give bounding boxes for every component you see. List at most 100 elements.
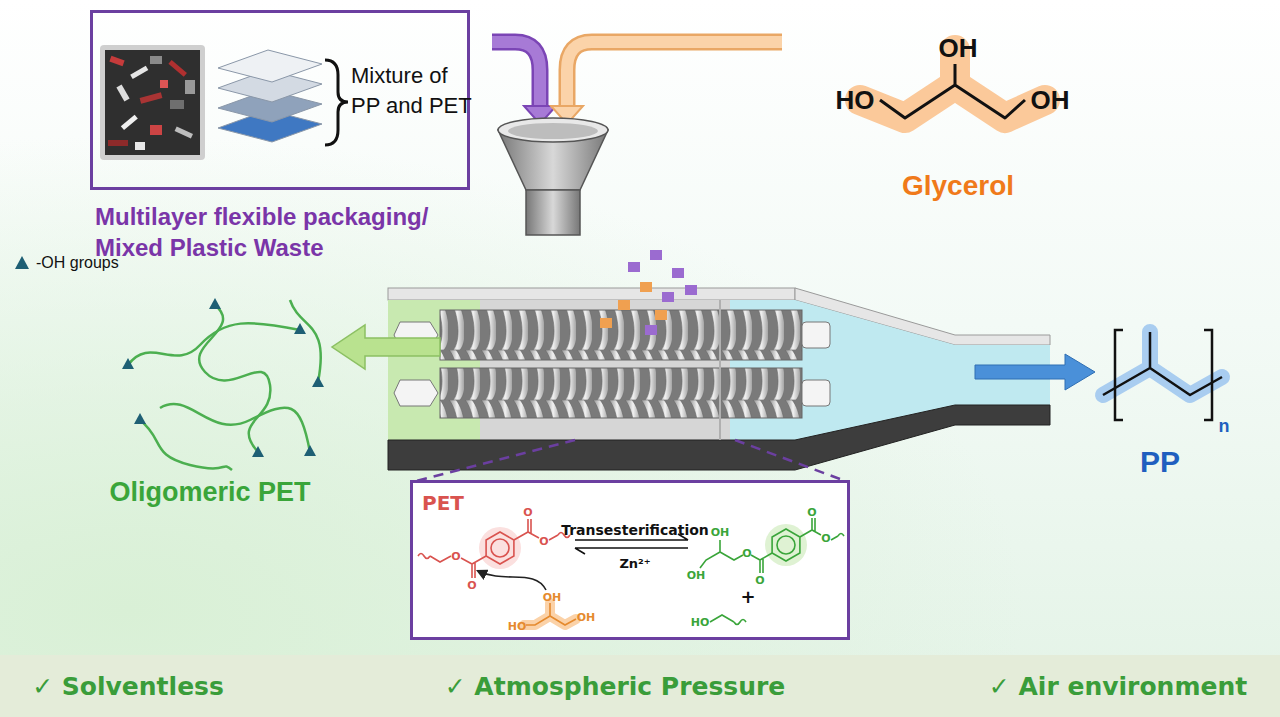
pellet <box>662 292 674 302</box>
atom-label: O <box>742 548 751 559</box>
waste-photo <box>140 92 163 103</box>
product-structure <box>777 536 795 554</box>
glycerol-molecule <box>524 603 576 625</box>
pp-structure <box>1115 330 1212 420</box>
waste-photo <box>121 115 138 130</box>
atom-label: OH <box>687 570 706 581</box>
hopper <box>498 118 608 142</box>
feed-arrow <box>567 42 782 108</box>
waste-photo <box>100 45 205 160</box>
pp-structure <box>1103 330 1222 420</box>
product-structure <box>772 529 800 561</box>
product-name: PP <box>1140 447 1180 477</box>
zoom-line <box>412 440 848 482</box>
pellet <box>645 325 657 335</box>
pet-structure <box>479 527 521 569</box>
reaction-inset: PETTransesterificationZn²⁺+ <box>410 480 850 640</box>
plus-sign: + <box>740 586 755 607</box>
oligomer-chain <box>128 323 300 365</box>
atom-label: HO <box>508 621 527 632</box>
product-structure <box>734 620 746 625</box>
extruder <box>802 322 830 348</box>
oligomer-chain <box>290 300 321 382</box>
pellet <box>600 250 697 335</box>
extruder <box>440 368 802 418</box>
pellet <box>640 282 652 292</box>
waste-photo <box>170 100 184 109</box>
hydroxyl-end <box>294 323 306 334</box>
oligomer-chain <box>140 420 232 470</box>
legend-triangle <box>15 256 29 269</box>
hydroxyl-end <box>122 298 324 457</box>
atom-label: O <box>755 575 764 586</box>
legend-symbol <box>14 255 30 271</box>
atom-label: OH <box>1031 87 1070 113</box>
hydroxyl-end <box>122 358 134 369</box>
waste-photo <box>135 142 145 150</box>
waste-photo <box>108 140 128 146</box>
waste-photo <box>160 80 168 88</box>
extruder <box>719 300 721 440</box>
catalyst-label: Zn²⁺ <box>619 556 650 571</box>
input-box: Mixture of PP and PETMultilayer flexible… <box>90 10 470 190</box>
pellet <box>650 250 662 260</box>
waste-photo <box>175 126 193 138</box>
feed-arrow <box>492 42 782 124</box>
waste-photo <box>109 56 124 66</box>
product-structure <box>700 518 844 625</box>
hydroxyl-end <box>304 445 316 456</box>
heading-text: Multilayer flexible packaging/ Mixed Pla… <box>95 201 467 263</box>
atom-label: O <box>451 551 460 562</box>
pet-structure <box>514 519 558 540</box>
multilayer-film <box>218 50 322 82</box>
pellet <box>685 285 697 295</box>
atom-label: O <box>539 536 548 547</box>
waste-photo <box>150 56 162 64</box>
reaction-name: Transesterification <box>561 522 709 538</box>
product-structure <box>710 615 734 622</box>
hydroxyl-end <box>134 413 146 424</box>
feed-arrow <box>492 42 540 108</box>
atom-label: OH <box>577 612 596 623</box>
output-arrow <box>975 354 1095 390</box>
waste-photo <box>130 66 148 79</box>
product-structure <box>765 524 807 566</box>
feature-text: ✓ Atmospheric Pressure <box>445 672 786 701</box>
attack-arrow <box>478 571 546 590</box>
zoom-line <box>412 440 575 482</box>
extruder <box>388 288 1050 470</box>
atom-label: O <box>523 507 532 518</box>
hydroxyl-end <box>252 446 264 457</box>
product-structure <box>800 518 838 540</box>
waste-photo <box>100 45 205 160</box>
zoom-line <box>735 440 848 482</box>
oligomer-chain <box>160 404 310 452</box>
waste-photo <box>168 60 187 77</box>
legend-item: -OH groups <box>14 254 119 272</box>
pellet <box>618 300 630 310</box>
extruder <box>394 380 438 406</box>
hopper <box>498 118 608 235</box>
atom-label: O <box>467 580 476 591</box>
hopper <box>526 190 580 235</box>
atom-label: HO <box>691 617 710 628</box>
oligomer-chain <box>128 300 321 470</box>
extruder <box>802 380 830 406</box>
pellet <box>628 262 640 272</box>
product-name: Oligomeric PET <box>109 479 310 506</box>
hydroxyl-end <box>312 376 324 387</box>
pet-structure <box>418 519 570 578</box>
atom-label: O <box>807 507 816 518</box>
feature-text: ✓ Solventless <box>32 672 224 701</box>
feature-text: ✓ Air environment <box>989 672 1247 701</box>
waste-photo <box>105 50 200 155</box>
pet-structure <box>491 539 509 557</box>
inset-background <box>410 480 850 640</box>
brace <box>325 60 348 145</box>
glycerol-molecule <box>526 603 576 625</box>
extruder <box>388 288 795 300</box>
waste-photo <box>150 125 162 135</box>
atom-label: OH <box>543 592 562 603</box>
